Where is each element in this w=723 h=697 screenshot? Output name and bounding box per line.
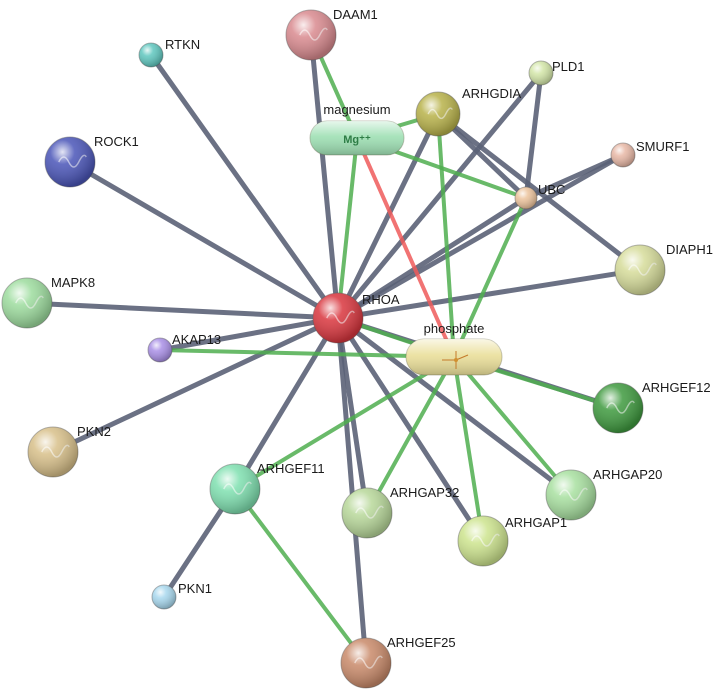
- edge-arhgap1-phosphate[interactable]: [452, 355, 485, 543]
- edge-arhgef25-arhgef11[interactable]: [233, 487, 368, 665]
- edge-ubc-phosphate[interactable]: [452, 196, 528, 359]
- node-rtkn[interactable]: [138, 42, 164, 68]
- node-label-arhgef11: ARHGEF11: [257, 461, 325, 476]
- edge-rhoa-akap13[interactable]: [157, 315, 341, 353]
- node-label-akap13: AKAP13: [172, 332, 221, 347]
- node-rhoa[interactable]: [312, 292, 364, 344]
- edge-rhoa-magnesium[interactable]: [336, 136, 359, 320]
- node-shine: [615, 245, 665, 295]
- node-diaph1[interactable]: [614, 244, 666, 296]
- node-label-arhgef12: ARHGEF12: [642, 380, 711, 395]
- node-arhgef11[interactable]: [209, 463, 261, 515]
- phosphate-structure-icon: [442, 351, 469, 369]
- node-arhgef12[interactable]: [592, 382, 644, 434]
- edge-arhgap32-phosphate[interactable]: [365, 355, 456, 515]
- node-shine: [529, 61, 553, 85]
- edge-rhoa-diaph1[interactable]: [335, 267, 643, 321]
- compound-shine: [406, 339, 502, 375]
- edge-akap13-phosphate[interactable]: [158, 348, 456, 359]
- node-shine: [148, 338, 172, 362]
- node-shine: [313, 293, 363, 343]
- edge-rhoa-arhgef11[interactable]: [232, 315, 341, 492]
- edge-rhoa-pld1[interactable]: [335, 70, 544, 321]
- node-label-rock1: ROCK1: [94, 134, 139, 149]
- node-ubc[interactable]: [514, 186, 538, 210]
- node-shine: [341, 638, 391, 688]
- node-label-pkn2: PKN2: [77, 424, 111, 439]
- node-label-pld1: PLD1: [552, 59, 585, 74]
- node-label-ubc: UBC: [538, 182, 565, 197]
- node-label-arhgap32: ARHGAP32: [390, 485, 459, 500]
- edge-ubc-smurf1[interactable]: [523, 152, 626, 201]
- node-shine: [593, 383, 643, 433]
- node-smurf1[interactable]: [610, 142, 636, 168]
- node-label-arhgdia: ARHGDIA: [462, 86, 522, 101]
- node-label-daam1: DAAM1: [333, 7, 378, 22]
- node-shine: [342, 488, 392, 538]
- node-shine: [458, 516, 508, 566]
- compound-shine: [310, 121, 404, 155]
- node-mapk8[interactable]: [1, 277, 53, 329]
- node-shine: [45, 137, 95, 187]
- edge-rhoa-mapk8[interactable]: [24, 300, 341, 321]
- edge-rhoa-smurf1[interactable]: [335, 152, 626, 321]
- node-pkn2[interactable]: [27, 426, 79, 478]
- node-label-mapk8: MAPK8: [51, 275, 95, 290]
- nodes-layer: Mg⁺⁺: [1, 9, 666, 689]
- magnesium-symbol-icon: Mg⁺⁺: [343, 134, 371, 146]
- edge-rhoa-rock1[interactable]: [67, 159, 341, 321]
- edge-rhoa-arhgdia[interactable]: [335, 111, 441, 321]
- node-arhgap32[interactable]: [341, 487, 393, 539]
- node-rock1[interactable]: [44, 136, 96, 188]
- edge-rhoa-daam1[interactable]: [308, 32, 341, 321]
- compound-label-phosphate: phosphate: [424, 321, 485, 336]
- node-arhgef25[interactable]: [340, 637, 392, 689]
- compound-magnesium[interactable]: Mg⁺⁺: [309, 120, 405, 156]
- compound-phosphate[interactable]: [405, 338, 503, 376]
- node-arhgdia[interactable]: [415, 91, 461, 137]
- compound-label-magnesium: magnesium: [323, 102, 390, 117]
- node-shine: [416, 92, 460, 136]
- node-label-pkn1: PKN1: [178, 581, 212, 596]
- node-shine: [546, 470, 596, 520]
- node-label-rtkn: RTKN: [165, 37, 200, 52]
- node-shine: [286, 10, 336, 60]
- edge-ubc-pld1[interactable]: [523, 70, 544, 201]
- edge-rhoa-arhgef25[interactable]: [335, 315, 369, 666]
- edge-rhoa-pkn2[interactable]: [50, 315, 341, 455]
- node-label-arhgef25: ARHGEF25: [387, 635, 456, 650]
- node-arhgap1[interactable]: [457, 515, 509, 567]
- node-shine: [139, 43, 163, 67]
- edge-arhgef11-phosphate[interactable]: [233, 355, 456, 491]
- node-label-diaph1: DIAPH1: [666, 242, 713, 257]
- edge-magnesium-phosphate[interactable]: [355, 136, 456, 359]
- edge-rhoa-rtkn[interactable]: [148, 52, 341, 321]
- edge-arhgdia-phosphate[interactable]: [436, 112, 456, 359]
- node-shine: [152, 585, 176, 609]
- node-akap13[interactable]: [147, 337, 173, 363]
- node-arhgap20[interactable]: [545, 469, 597, 521]
- node-shine: [2, 278, 52, 328]
- node-shine: [611, 143, 635, 167]
- edge-rhoa-arhgap20[interactable]: [335, 315, 574, 498]
- node-pld1[interactable]: [528, 60, 554, 86]
- node-shine: [28, 427, 78, 477]
- node-shine: [515, 187, 537, 209]
- node-label-smurf1: SMURF1: [636, 139, 689, 154]
- node-pkn1[interactable]: [151, 584, 177, 610]
- node-label-arhgap1: ARHGAP1: [505, 515, 567, 530]
- node-label-arhgap20: ARHGAP20: [593, 467, 662, 482]
- node-label-rhoa: RHOA: [362, 292, 400, 307]
- edge-arhgap20-phosphate[interactable]: [452, 355, 573, 497]
- edges-layer: [24, 32, 643, 666]
- node-shine: [210, 464, 260, 514]
- node-daam1[interactable]: [285, 9, 337, 61]
